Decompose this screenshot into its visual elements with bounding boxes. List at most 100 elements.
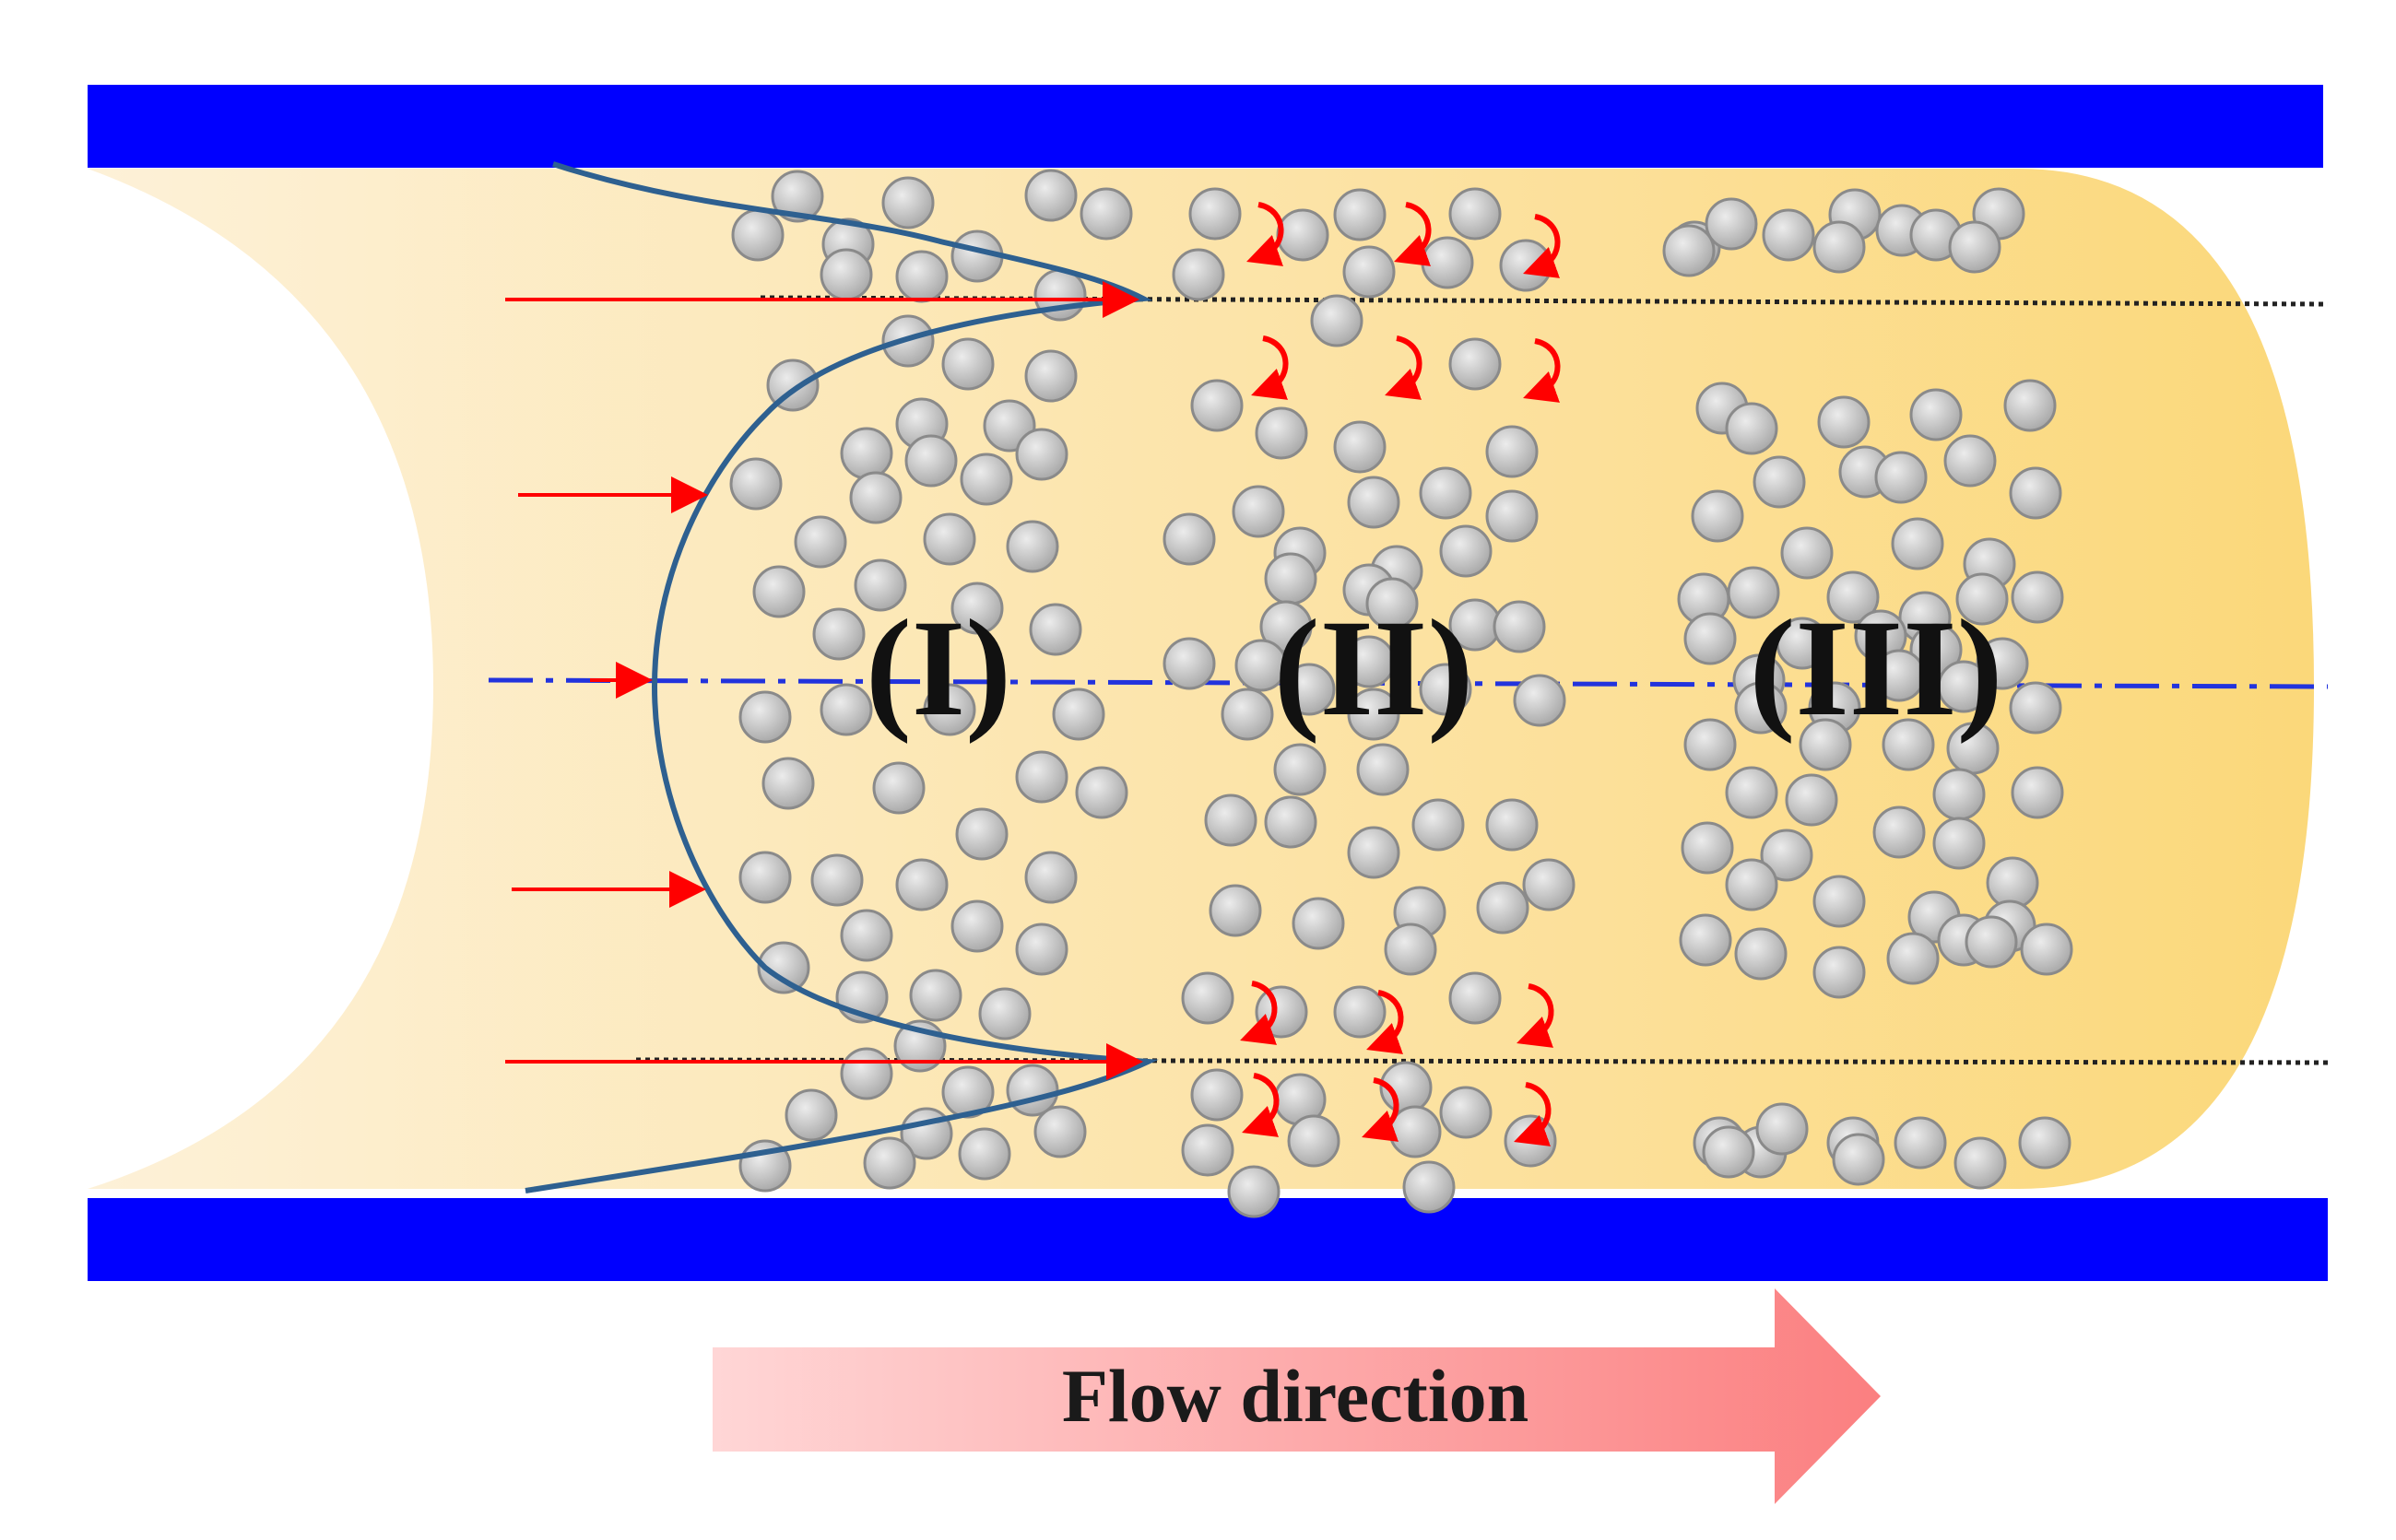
rotation-arrow-icon bbox=[1362, 1077, 1399, 1142]
particle-icon bbox=[1439, 524, 1493, 578]
particle-icon bbox=[1762, 208, 1815, 262]
particle-icon bbox=[1909, 388, 1963, 441]
particle-icon bbox=[1683, 718, 1737, 771]
particle-icon bbox=[1932, 817, 1986, 870]
particle-icon bbox=[1421, 236, 1474, 289]
particle-icon bbox=[1799, 718, 1852, 771]
particle-icon bbox=[941, 337, 995, 391]
particle-icon bbox=[1163, 512, 1216, 566]
particle-icon bbox=[1662, 224, 1716, 277]
particle-icon bbox=[1259, 600, 1313, 653]
region-label-1: (I) bbox=[866, 592, 1011, 745]
particle-icon bbox=[1411, 798, 1465, 852]
pipe-wall-bottom bbox=[88, 1198, 2328, 1281]
particle-icon bbox=[812, 607, 866, 661]
particle-icon bbox=[1273, 743, 1327, 796]
particle-icon bbox=[958, 1127, 1011, 1181]
flow-direction-arrow: Flow direction bbox=[713, 1288, 1881, 1504]
rotation-arrow-icon bbox=[1242, 1073, 1280, 1137]
rotation-arrow-icon bbox=[1385, 335, 1422, 400]
particle-icon bbox=[1188, 187, 1242, 241]
particle-icon bbox=[1725, 402, 1778, 455]
particle-icon bbox=[1342, 635, 1396, 688]
particle-icon bbox=[1976, 637, 2029, 690]
particle-icon bbox=[820, 248, 873, 301]
particle-icon bbox=[1953, 1136, 2007, 1190]
particle-icon bbox=[1485, 489, 1539, 543]
particle-icon bbox=[1052, 688, 1105, 741]
particle-icon bbox=[1780, 526, 1834, 580]
particle-icon bbox=[810, 853, 864, 907]
particle-icon bbox=[1015, 428, 1068, 481]
particle-icon bbox=[794, 515, 847, 569]
particle-icon bbox=[1826, 570, 1880, 624]
particle-icon bbox=[1204, 794, 1257, 847]
particle-icon bbox=[1448, 187, 1502, 241]
rotation-arrow-icon bbox=[1523, 214, 1561, 278]
particle-icon bbox=[1033, 1105, 1087, 1158]
particle-icon bbox=[1493, 600, 1546, 653]
particle-icon bbox=[2003, 379, 2057, 432]
region-label-2: (II) bbox=[1274, 592, 1474, 745]
particle-icon bbox=[2011, 570, 2064, 624]
particle-icon bbox=[1333, 420, 1387, 474]
particle-icon bbox=[752, 565, 806, 618]
particle-icon bbox=[872, 761, 926, 815]
particle-icon bbox=[1347, 826, 1400, 879]
particle-icon bbox=[1812, 875, 1866, 928]
particle-icon bbox=[1015, 923, 1068, 976]
particle-icon bbox=[904, 434, 958, 488]
particle-icon bbox=[1448, 971, 1502, 1025]
region-label-3: (III) bbox=[1749, 592, 2002, 745]
particle-icon bbox=[1080, 187, 1133, 241]
particle-icon bbox=[1282, 663, 1336, 716]
particle-icon bbox=[1937, 660, 1990, 713]
particle-icon bbox=[1234, 639, 1288, 692]
particle-icon bbox=[1948, 220, 2001, 274]
particle-icon bbox=[840, 909, 893, 962]
particle-icon bbox=[1872, 649, 1926, 702]
particle-icon bbox=[1190, 1068, 1244, 1122]
particle-group bbox=[729, 169, 2073, 1218]
particle-icon bbox=[1255, 406, 1308, 460]
particle-icon bbox=[1356, 743, 1410, 796]
particle-icon bbox=[923, 512, 976, 566]
particle-icon bbox=[849, 471, 903, 524]
particle-icon bbox=[1522, 858, 1576, 911]
particle-icon bbox=[1909, 623, 1963, 676]
particle-icon bbox=[1448, 337, 1502, 391]
particle-icon bbox=[1439, 1086, 1493, 1139]
particle-icon bbox=[1734, 681, 1788, 735]
particle-icon bbox=[1485, 425, 1539, 478]
particle-icon bbox=[1333, 985, 1387, 1039]
particle-icon bbox=[881, 176, 935, 229]
particle-icon bbox=[2009, 466, 2062, 520]
particle-icon bbox=[1419, 466, 1472, 520]
particle-icon bbox=[1681, 821, 1734, 875]
particle-icon bbox=[1227, 1165, 1281, 1218]
particle-icon bbox=[1024, 169, 1078, 222]
particle-icon bbox=[1347, 688, 1400, 741]
particle-icon bbox=[757, 941, 810, 994]
rotation-arrow-icon bbox=[1394, 202, 1432, 266]
particle-icon bbox=[1015, 750, 1068, 804]
particle-icon bbox=[1485, 798, 1539, 852]
particle-icon bbox=[863, 1136, 916, 1190]
particle-icon bbox=[1891, 517, 1944, 570]
particle-icon bbox=[840, 427, 893, 480]
particle-icon bbox=[1006, 520, 1059, 573]
rotation-arrow-group bbox=[1240, 202, 1561, 1146]
particle-icon bbox=[2020, 923, 2073, 976]
particle-icon bbox=[978, 987, 1032, 1040]
particle-icon bbox=[1725, 766, 1778, 819]
particle-icon bbox=[1190, 379, 1244, 432]
particle-icon bbox=[1882, 718, 1935, 771]
rotation-arrow-icon bbox=[1240, 981, 1278, 1045]
particle-icon bbox=[1943, 434, 1997, 488]
rotation-arrow-icon bbox=[1517, 983, 1554, 1048]
particle-icon bbox=[1955, 572, 2009, 626]
particle-icon bbox=[895, 858, 949, 911]
particle-icon bbox=[840, 1047, 893, 1100]
particle-icon bbox=[1172, 248, 1225, 301]
particle-icon bbox=[1365, 577, 1419, 630]
